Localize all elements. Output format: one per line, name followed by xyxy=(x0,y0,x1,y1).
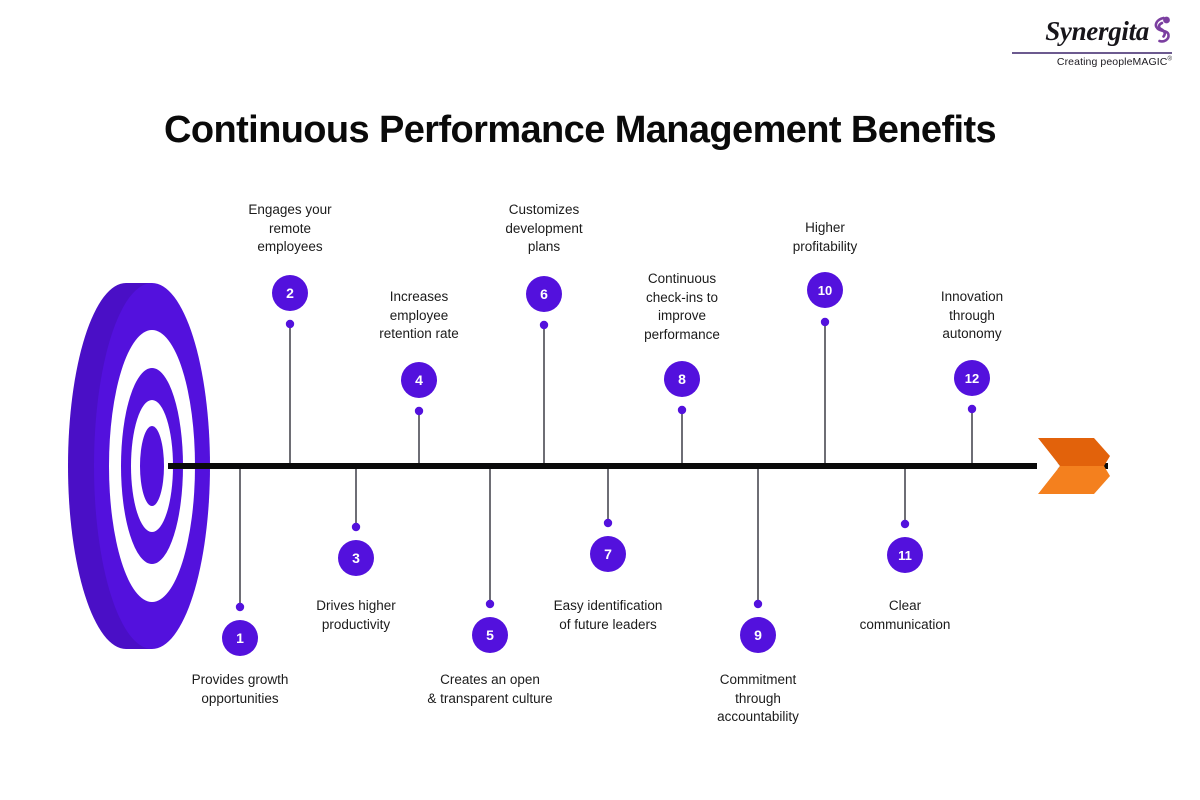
connector-dot-12 xyxy=(967,404,977,414)
benefit-badge-11[interactable]: 11 xyxy=(887,537,923,573)
benefit-label-9: Commitment through accountability xyxy=(717,672,799,724)
benefit-badge-2[interactable]: 2 xyxy=(272,275,308,311)
logo-registered-mark: ® xyxy=(1167,56,1172,62)
connector-dot-1 xyxy=(235,602,245,612)
benefit-label-10: Higher profitability xyxy=(792,220,858,254)
logo-tagline: Creating peopleMAGIC® xyxy=(1002,56,1172,68)
logo-divider xyxy=(1012,52,1172,54)
connector-dot-8 xyxy=(677,405,687,415)
target-ring-4 xyxy=(131,400,173,532)
target-depth-band xyxy=(126,283,152,649)
synergita-swirl-icon xyxy=(1150,14,1172,49)
bullseye-target xyxy=(68,283,210,649)
benefit-badge-6[interactable]: 6 xyxy=(526,276,562,312)
benefit-label-8: Continuous check-ins to improve performa… xyxy=(644,271,720,342)
benefit-label-5: Creates an open & transparent culture xyxy=(427,672,553,706)
benefit-badge-9[interactable]: 9 xyxy=(740,617,776,653)
benefit-badge-5[interactable]: 5 xyxy=(472,617,508,653)
fletching-upper-vane xyxy=(1038,438,1110,466)
logo-tagline-text: Creating peopleMAGIC xyxy=(1056,55,1168,68)
benefit-label-6: Customizes development plans xyxy=(505,202,583,254)
connector-dot-9 xyxy=(753,599,763,609)
benefit-label-7: Easy identification of future leaders xyxy=(553,598,663,632)
benefit-label-1: Provides growth opportunities xyxy=(191,672,289,706)
benefit-label-12: Innovation through autonomy xyxy=(940,289,1004,341)
connector-dot-11 xyxy=(900,519,910,529)
page-title: Continuous Performance Management Benefi… xyxy=(164,109,997,152)
benefit-badge-4[interactable]: 4 xyxy=(401,362,437,398)
target-ring-5 xyxy=(140,426,164,506)
benefit-badge-3[interactable]: 3 xyxy=(338,540,374,576)
synergita-logo: Synergita Creating peopleMAGIC® xyxy=(1002,14,1172,76)
benefit-label-4: Increases employee retention rate xyxy=(379,289,459,341)
benefit-label-2: Engages your remote employees xyxy=(248,202,332,254)
benefit-badge-8[interactable]: 8 xyxy=(664,361,700,397)
benefit-badge-1[interactable]: 1 xyxy=(222,620,258,656)
target-ring-2 xyxy=(109,330,195,602)
arrow-fletching xyxy=(1037,437,1110,495)
benefit-badge-7[interactable]: 7 xyxy=(590,536,626,572)
connector-dot-4 xyxy=(414,406,424,416)
benefit-badge-12[interactable]: 12 xyxy=(954,360,990,396)
fletching-lower-vane xyxy=(1038,466,1110,494)
logo-wordmark: Synergita xyxy=(1045,16,1149,46)
connector-dot-6 xyxy=(539,320,549,330)
benefit-label-11: Clear communication xyxy=(859,598,951,632)
benefit-label-3: Drives higher productivity xyxy=(316,598,396,632)
target-side-depth xyxy=(68,283,184,649)
fletching-notch xyxy=(1037,437,1060,495)
connector-dot-5 xyxy=(485,599,495,609)
target-ring-3 xyxy=(121,368,183,564)
connector-dot-10 xyxy=(820,317,830,327)
target-ring-1 xyxy=(94,283,210,649)
benefit-badge-10[interactable]: 10 xyxy=(807,272,843,308)
connector-dot-2 xyxy=(285,319,295,329)
connector-dot-7 xyxy=(603,518,613,528)
connector-dot-3 xyxy=(351,522,361,532)
